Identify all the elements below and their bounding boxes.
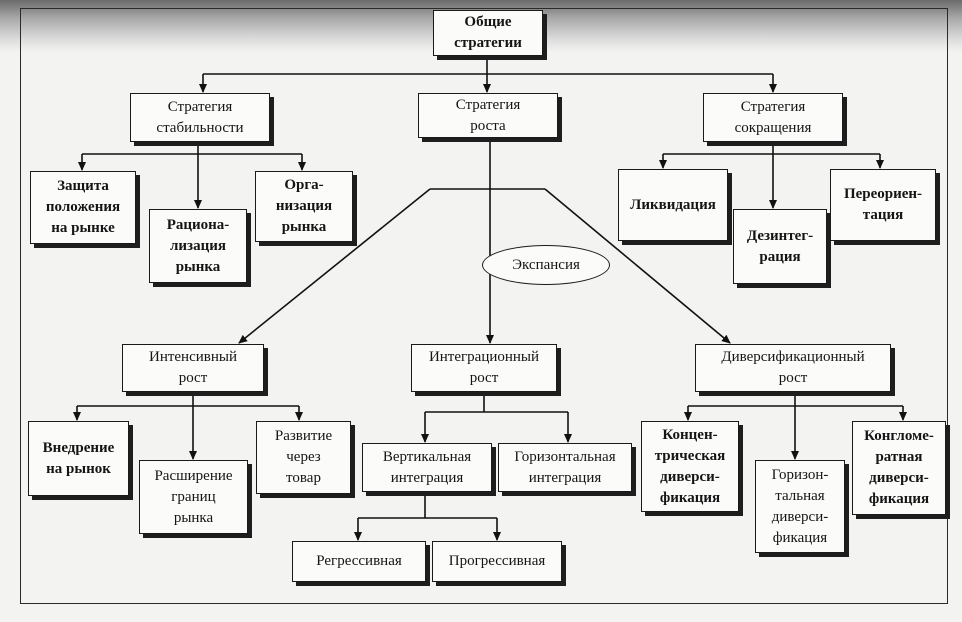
node-growth-strategy: Стратегия роста bbox=[418, 93, 558, 138]
root-node-general-strategies: Общие стратегии bbox=[433, 10, 543, 56]
node-intensive-growth: Интенсивный рост bbox=[122, 344, 264, 392]
node-stability-strategy: Стратегия стабильности bbox=[130, 93, 270, 142]
node-market-rationalization: Рациона- лизация рынка bbox=[149, 209, 247, 283]
node-progressive: Прогрессивная bbox=[432, 541, 562, 582]
node-integration-growth: Интеграционный рост bbox=[411, 344, 557, 392]
node-vertical-integration: Вертикальная интеграция bbox=[362, 443, 492, 492]
node-market-penetration: Внедрение на рынок bbox=[28, 421, 129, 496]
node-horizontal-diversification: Горизон- тальная диверси- фикация bbox=[755, 460, 845, 553]
node-product-development: Развитие через товар bbox=[256, 421, 351, 494]
node-disintegration: Дезинтег- рация bbox=[733, 209, 827, 284]
node-reduction-strategy: Стратегия сокращения bbox=[703, 93, 843, 142]
node-market-organization: Орга- низация рынка bbox=[255, 171, 353, 242]
node-market-position-protection: Защита положения на рынке bbox=[30, 171, 136, 244]
node-market-boundary-expansion: Расширение границ рынка bbox=[139, 460, 248, 534]
node-horizontal-integration: Горизонтальная интеграция bbox=[498, 443, 632, 492]
node-conglomerate-diversification: Конгломе- ратная диверси- фикация bbox=[852, 421, 946, 515]
node-concentric-diversification: Концен- трическая диверси- фикация bbox=[641, 421, 739, 512]
diagram-frame bbox=[20, 8, 948, 604]
node-liquidation: Ликвидация bbox=[618, 169, 728, 241]
node-regressive: Регрессивная bbox=[292, 541, 426, 582]
node-reorientation: Переориен- тация bbox=[830, 169, 936, 241]
node-diversification-growth: Диверсификационный рост bbox=[695, 344, 891, 392]
expansion-ellipse: Экспансия bbox=[482, 245, 610, 285]
